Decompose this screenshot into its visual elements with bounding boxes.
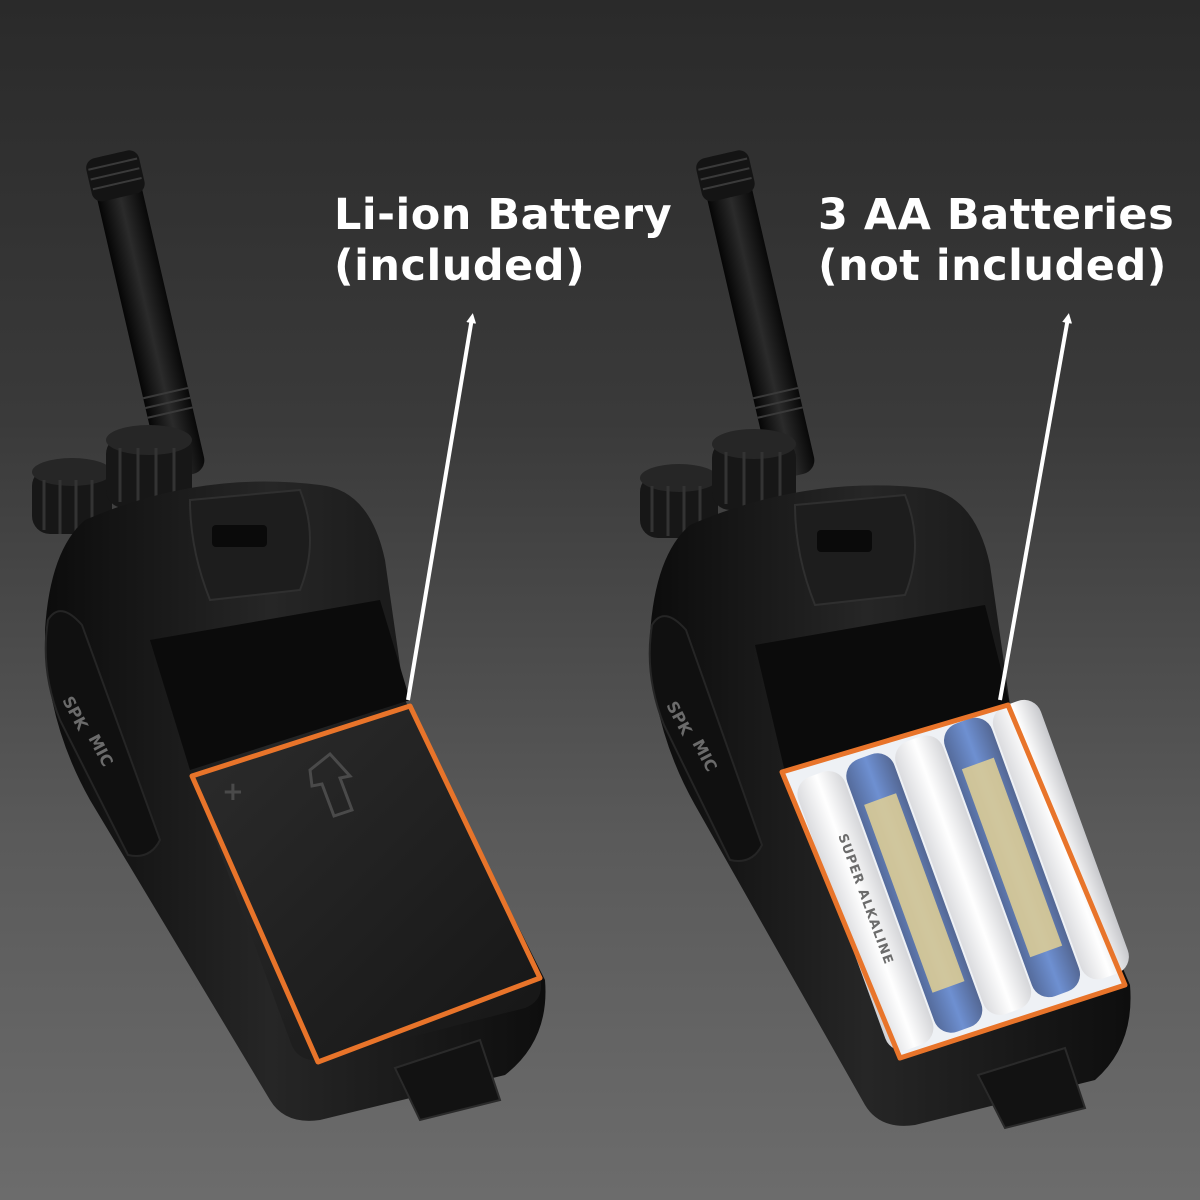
arrow-up-icon xyxy=(308,751,354,818)
callout-right-line1: 3 AA Batteries xyxy=(818,190,1175,240)
radio-right: SPK MIC SUPER ALKALINE xyxy=(640,150,1131,1130)
callout-left-line2: (included) xyxy=(334,241,586,291)
battery-highlight-left xyxy=(189,703,543,1065)
callout-li-ion-battery: Li-ion Battery (included) xyxy=(334,190,672,292)
antenna-right xyxy=(696,150,815,479)
channel-knob-right xyxy=(712,429,796,510)
callout-aa-batteries: 3 AA Batteries (not included) xyxy=(818,190,1174,292)
aa-batteries: SUPER ALKALINE xyxy=(782,699,1129,1058)
antenna-left xyxy=(86,150,205,479)
battery-highlight-right xyxy=(779,702,1128,1061)
callout-left-line1: Li-ion Battery xyxy=(334,190,673,240)
aa-battery xyxy=(895,735,1032,1015)
svg-text:+: + xyxy=(222,777,244,807)
radio-left: SPK MIC + xyxy=(32,150,546,1122)
callout-right-line2: (not included) xyxy=(818,241,1167,291)
pointer-arrow-right xyxy=(998,313,1073,701)
aa-battery xyxy=(797,771,934,1051)
channel-knob-left xyxy=(106,425,192,508)
pointer-arrow-left xyxy=(406,313,477,701)
